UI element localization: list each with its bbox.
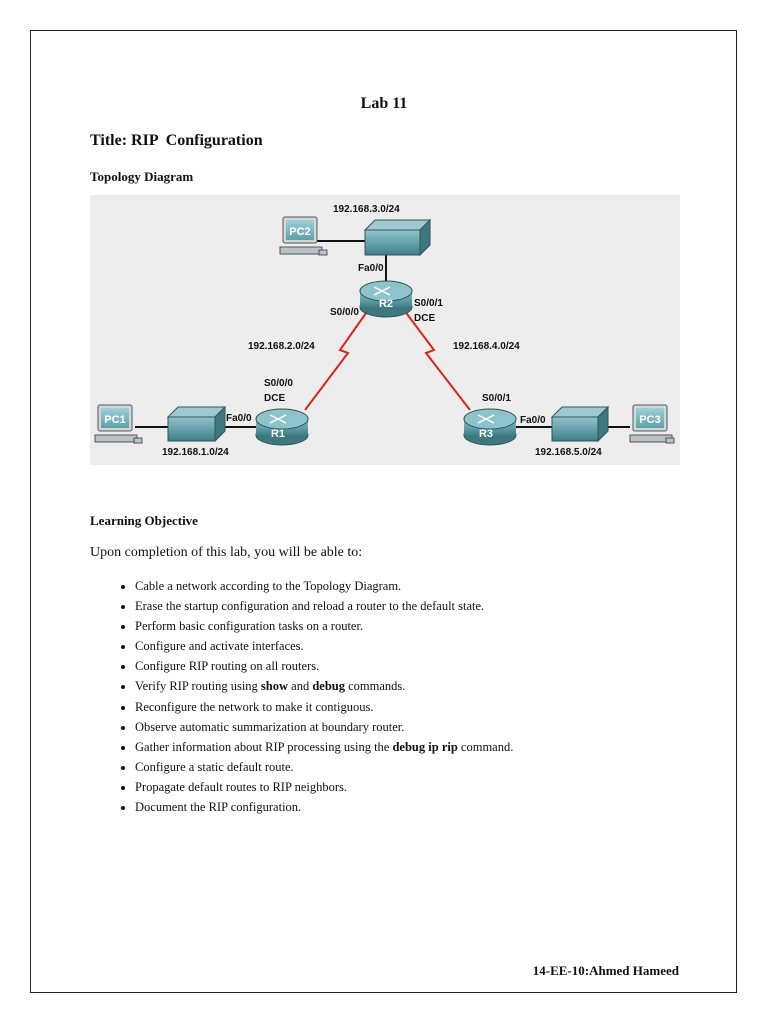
list-item: Configure a static default route. — [135, 757, 715, 777]
footer-signature: 14-EE-10:Ahmed Hameed — [532, 963, 679, 978]
router-r3-icon — [463, 408, 517, 446]
topology-heading: Topology Diagram — [90, 169, 194, 184]
objectives-list: Cable a network according to the Topolog… — [110, 576, 715, 817]
page-border — [30, 30, 737, 993]
pc1-computer-icon — [94, 404, 143, 444]
net-label-192-168-3: 192.168.3.0/24 — [333, 204, 400, 215]
r2-s001-label: S0/0/1 — [414, 298, 443, 309]
serial-link-r2-r3 — [400, 305, 471, 411]
list-item: Gather information about RIP processing … — [135, 737, 715, 757]
pc3-computer-icon — [629, 404, 675, 444]
list-item: Cable a network according to the Topolog… — [135, 576, 715, 596]
list-item: Perform basic configuration tasks on a r… — [135, 616, 715, 636]
pc3-label: PC3 — [639, 414, 660, 426]
net-label-192-168-5: 192.168.5.0/24 — [535, 447, 602, 458]
r3-fa-label: Fa0/0 — [520, 415, 546, 426]
pc2-computer-icon — [279, 216, 328, 256]
document-title: Title: RIP Configuration — [90, 132, 263, 149]
net-label-192-168-1: 192.168.1.0/24 — [162, 447, 229, 458]
objectives-intro: Upon completion of this lab, you will be… — [90, 545, 363, 560]
lab-title: Lab 11 — [360, 95, 408, 112]
r3-s001-label: S0/0/1 — [482, 393, 511, 404]
ethernet-links — [135, 240, 630, 428]
serial-link-r1-r2 — [304, 305, 372, 411]
net-label-192-168-4: 192.168.4.0/24 — [453, 341, 520, 352]
router-r3-label: R3 — [479, 428, 493, 440]
list-item: Document the RIP configuration. — [135, 797, 715, 817]
r1-dce-label: DCE — [264, 393, 285, 404]
r1-s000-label: S0/0/0 — [264, 378, 293, 389]
list-item: Configure and activate interfaces. — [135, 636, 715, 656]
router-r1-icon — [255, 408, 309, 446]
learning-objective-heading: Learning Objective — [90, 513, 198, 528]
r2-fa-label: Fa0/0 — [358, 263, 384, 274]
r1-fa-label: Fa0/0 — [226, 413, 252, 424]
list-item: Erase the startup configuration and relo… — [135, 596, 715, 616]
list-item: Propagate default routes to RIP neighbor… — [135, 777, 715, 797]
router-r2-label: R2 — [379, 298, 393, 310]
pc2-label: PC2 — [289, 226, 310, 238]
r2-s000-label: S0/0/0 — [330, 307, 359, 318]
switch-top-icon — [363, 218, 432, 257]
topology-svg: PC2 192.168.3.0/24 R2 Fa0/0 S0/0/0 S0/0/… — [90, 195, 680, 465]
list-item: Observe automatic summarization at bound… — [135, 717, 715, 737]
pc1-label: PC1 — [104, 414, 125, 426]
topology-diagram: PC2 192.168.3.0/24 R2 Fa0/0 S0/0/0 S0/0/… — [90, 195, 680, 465]
switch-left-icon — [166, 405, 227, 443]
list-item: Configure RIP routing on all routers. — [135, 656, 715, 676]
list-item: Reconfigure the network to make it conti… — [135, 697, 715, 717]
net-label-192-168-2: 192.168.2.0/24 — [248, 341, 315, 352]
list-item: Verify RIP routing using show and debug … — [135, 676, 715, 696]
r2-dce-label: DCE — [414, 313, 435, 324]
router-r1-label: R1 — [271, 428, 285, 440]
router-r2-icon — [359, 280, 413, 318]
switch-right-icon — [550, 405, 610, 443]
